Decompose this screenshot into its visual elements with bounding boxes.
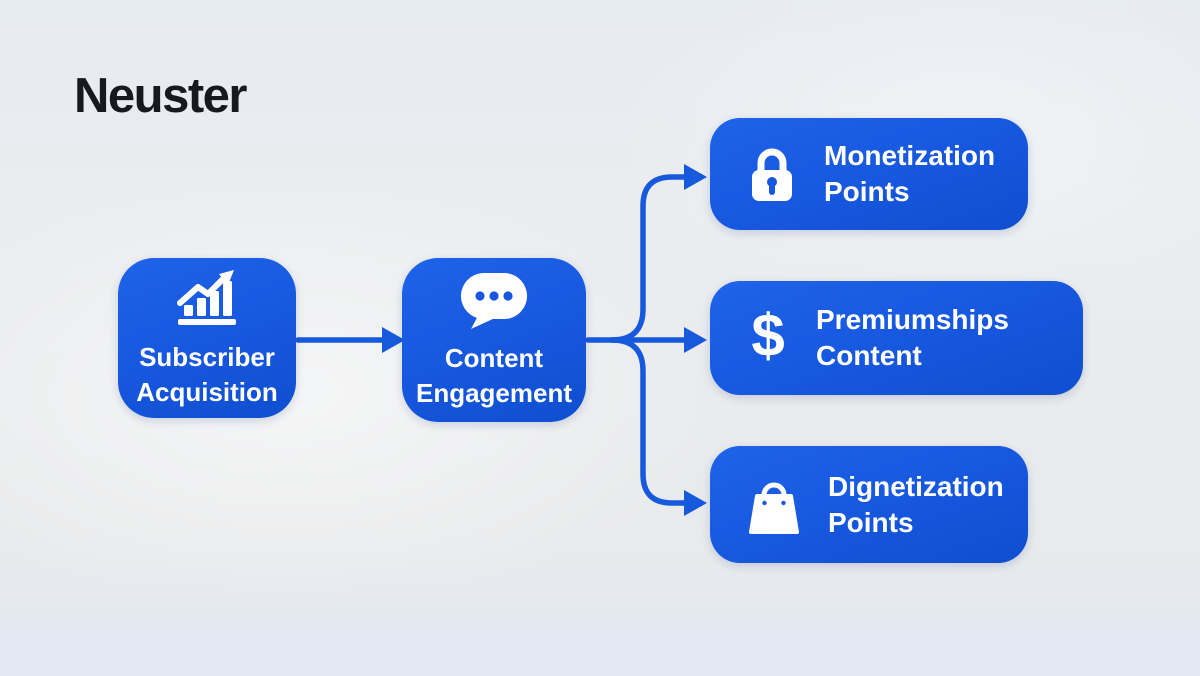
node-label: Subscriber Acquisition xyxy=(136,342,278,407)
bar-chart-growth-icon xyxy=(168,267,246,331)
arrowhead-to-target-1 xyxy=(684,327,707,353)
node-label: Content Engagement xyxy=(415,343,573,408)
connector-fork-up xyxy=(609,174,691,343)
connector-fork-down xyxy=(609,337,691,506)
node-subscriber-acquisition: Subscriber Acquisition xyxy=(118,258,296,418)
chat-bubble-icon xyxy=(458,270,530,332)
arrowhead-to-target-0 xyxy=(684,164,707,190)
node-monetization-points: Monetization Points xyxy=(710,118,1028,230)
lock-icon xyxy=(746,144,798,204)
node-label: Monetization Points xyxy=(824,140,996,207)
node-label: Dignetization Points xyxy=(828,470,1004,538)
arrowhead-to-middle xyxy=(382,327,405,353)
node-label: Premiumships Content xyxy=(816,304,1009,371)
shopping-bag-icon xyxy=(746,476,802,534)
page-title: Neuster xyxy=(74,69,247,123)
dollar-sign-icon: $ xyxy=(751,302,785,369)
node-premiumships-content: $ Premiumships Content xyxy=(710,281,1083,395)
arrowhead-to-target-2 xyxy=(684,490,707,516)
node-content-engagement: Content Engagement xyxy=(402,258,586,422)
node-dignetization-points: Dignetization Points xyxy=(710,446,1028,563)
